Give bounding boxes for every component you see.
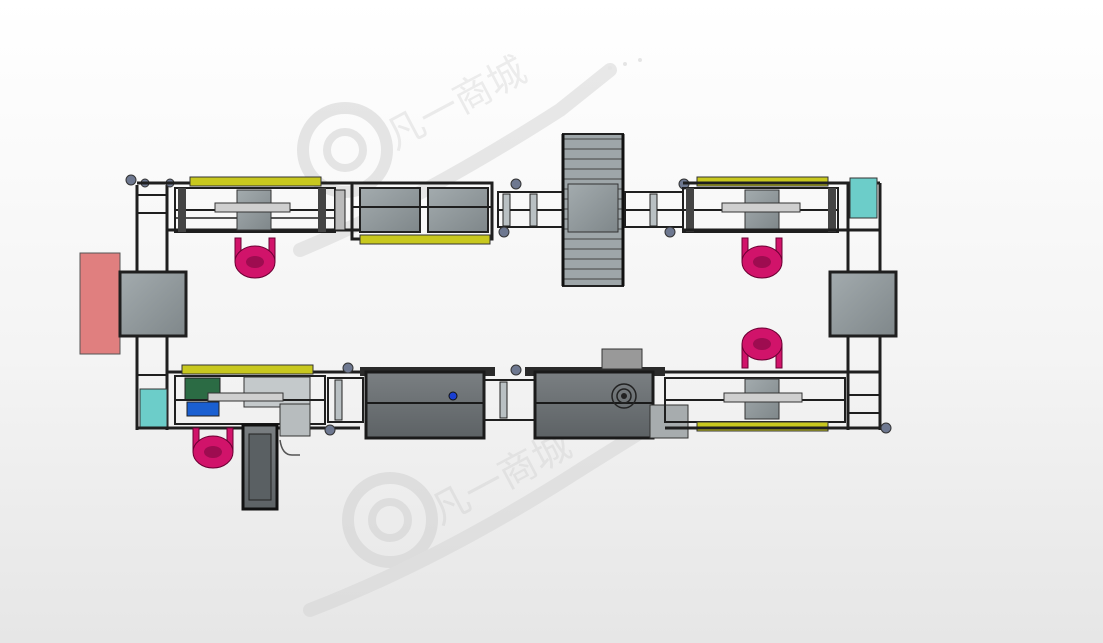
robot-arm (741, 237, 783, 279)
yellow-bar (359, 234, 491, 245)
tank-1 (364, 370, 486, 440)
rotary-disc (611, 383, 637, 409)
left-transfer-box (118, 270, 188, 338)
cyan-panel-left (139, 388, 168, 430)
pink-panel (79, 252, 121, 355)
right-transfer-box (828, 270, 898, 338)
left-end-station (79, 174, 188, 430)
yellow-bar (189, 176, 322, 187)
yellow-bar (181, 364, 314, 375)
blue-block (186, 401, 220, 417)
watermark-bottom: 凡一商城 (303, 413, 667, 617)
bottom-row-conveyor (137, 348, 880, 511)
tank-2 (533, 370, 655, 440)
top-row-conveyor (137, 133, 880, 287)
cyan-panel-right (849, 177, 878, 219)
robot-arm (234, 237, 276, 279)
corner-wheel (125, 174, 137, 186)
valve (448, 391, 458, 401)
robot-arm (741, 327, 783, 369)
robot-arm (192, 427, 234, 469)
right-end-station (828, 177, 898, 434)
